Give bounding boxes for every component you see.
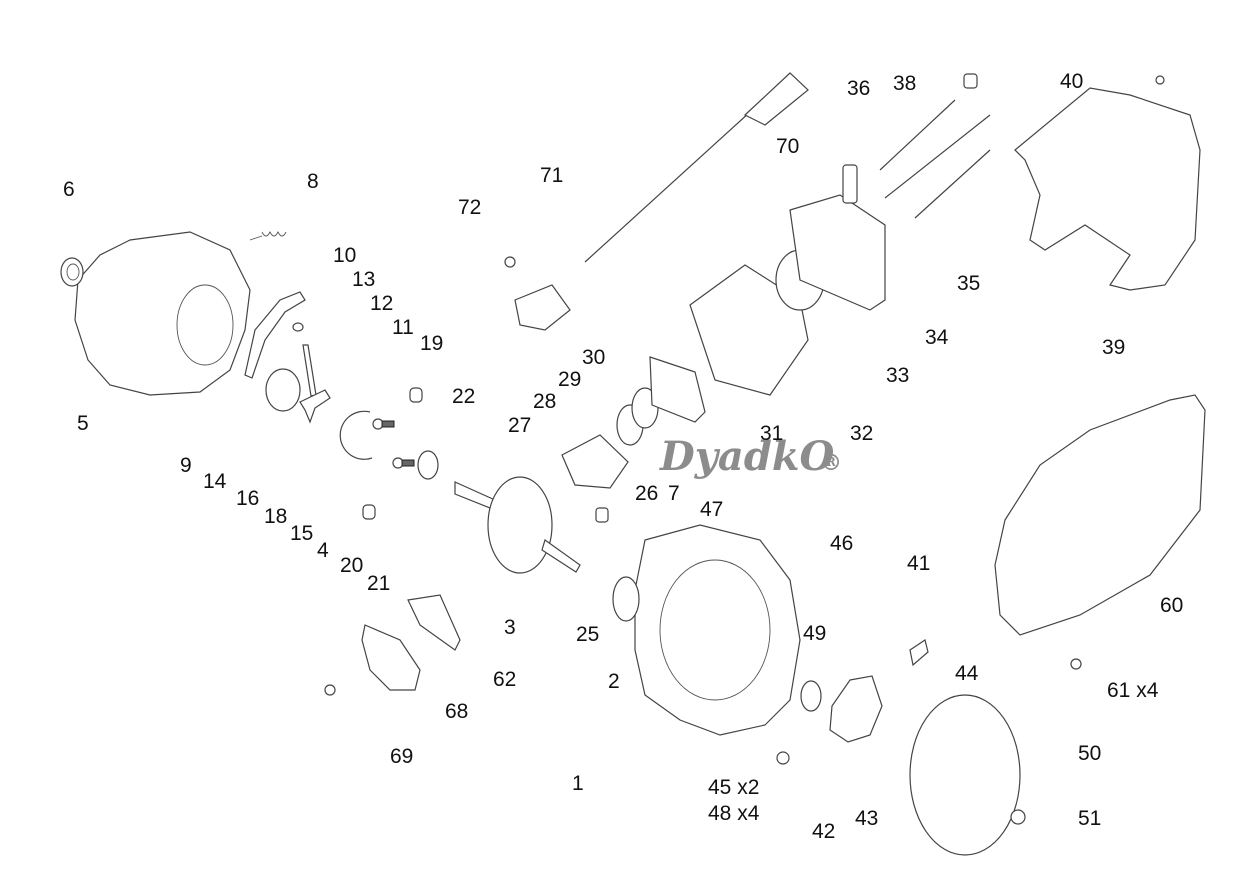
bolt-72-part	[504, 256, 516, 268]
label-30: 30	[582, 346, 605, 369]
crankshaft-part	[454, 476, 581, 574]
spring-part	[249, 230, 287, 241]
lever-arm-part	[244, 291, 306, 379]
label-9: 9	[180, 454, 192, 477]
nut-part	[292, 322, 304, 332]
watermark-text: DyadkO	[659, 433, 835, 480]
label-47: 47	[700, 498, 723, 521]
flywheel-nut-part	[1010, 809, 1026, 825]
needle-bearing-part	[595, 507, 609, 523]
label-68: 68	[445, 700, 468, 723]
label-4: 4	[317, 539, 329, 562]
piston-part	[561, 434, 629, 489]
bearing-left-part	[265, 368, 301, 412]
label-19: 19	[420, 332, 443, 355]
label-21: 21	[367, 572, 390, 595]
label-60: 60	[1160, 594, 1183, 617]
studs-part	[879, 99, 991, 219]
label-27: 27	[508, 414, 531, 437]
cylinder-head-part	[789, 194, 886, 311]
ring-20-part	[417, 450, 439, 480]
label-8: 8	[307, 170, 319, 193]
label-39: 39	[1102, 336, 1125, 359]
starter-housing-part	[994, 394, 1206, 636]
cylinder-part	[689, 264, 809, 396]
flywheel-part	[909, 694, 1021, 856]
circlip-part	[339, 410, 373, 460]
label-49: 49	[803, 622, 826, 645]
bearing-right-part	[612, 576, 640, 622]
oil-seal-part	[60, 257, 84, 287]
label-38: 38	[893, 72, 916, 95]
label-34: 34	[925, 326, 949, 349]
label-11: 11	[392, 316, 414, 339]
label-5: 5	[77, 412, 89, 435]
label-41: 41	[907, 552, 930, 575]
screw-61-part	[1070, 658, 1082, 670]
label-20: 20	[340, 554, 363, 577]
callout-labels: 6 8 10 13 12 11 19 5 9 14 16 18 15 22 4 …	[63, 70, 1183, 843]
label-72: 72	[458, 196, 481, 219]
label-70: 70	[776, 135, 799, 158]
intake-gasket-part	[407, 594, 461, 651]
crankcase-left-part	[74, 231, 251, 396]
label-13: 13	[352, 268, 375, 291]
screw-40-part	[1155, 75, 1165, 85]
ignition-lead-part	[514, 72, 809, 331]
bolt-45-part	[776, 751, 790, 765]
top-shroud-part	[1014, 87, 1201, 291]
bolt-22-part	[372, 418, 415, 469]
label-12: 12	[370, 292, 393, 315]
label-33: 33	[886, 364, 909, 387]
label-31: 31	[760, 422, 783, 445]
label-62: 62	[493, 668, 516, 691]
bolts-69-part	[324, 684, 336, 696]
label-42: 42	[812, 820, 835, 843]
label-45: 45 x2	[708, 776, 759, 799]
oil-seal-49-part	[800, 680, 822, 712]
label-15: 15	[290, 522, 313, 545]
registered-mark: ®	[820, 450, 842, 476]
label-48: 48 x4	[708, 802, 760, 825]
label-35: 35	[957, 272, 980, 295]
label-10: 10	[333, 244, 356, 267]
label-51: 51	[1078, 807, 1101, 830]
watermark: DyadkO ®	[659, 433, 842, 480]
label-1: 1	[572, 772, 584, 795]
label-46: 46	[830, 532, 853, 555]
label-44: 44	[955, 662, 979, 685]
label-69: 69	[390, 745, 413, 768]
label-3: 3	[504, 616, 516, 639]
crankcase-right-part	[634, 524, 801, 736]
label-2: 2	[608, 670, 620, 693]
fork-part	[299, 389, 331, 424]
bushing-part	[409, 387, 423, 403]
label-18: 18	[264, 505, 287, 528]
label-50: 50	[1078, 742, 1101, 765]
label-61: 61 x4	[1107, 679, 1159, 702]
shaft-part	[302, 344, 317, 397]
label-29: 29	[558, 368, 581, 391]
label-7: 7	[668, 482, 680, 505]
label-14: 14	[203, 470, 227, 493]
label-6: 6	[63, 178, 75, 201]
intake-flange-part	[361, 624, 421, 691]
base-gasket-part	[649, 356, 706, 423]
nut-38-part	[963, 73, 978, 89]
label-16: 16	[236, 487, 259, 510]
bushing-part-4	[362, 504, 376, 520]
label-43: 43	[855, 807, 878, 830]
label-32: 32	[850, 422, 873, 445]
label-36: 36	[847, 77, 870, 100]
label-40: 40	[1060, 70, 1083, 93]
ignition-module-part	[829, 675, 883, 743]
spark-plug-part	[842, 164, 858, 204]
label-71: 71	[540, 164, 563, 187]
label-26: 26	[635, 482, 658, 505]
label-22: 22	[452, 385, 475, 408]
label-25: 25	[576, 623, 599, 646]
clip-41-part	[909, 639, 929, 667]
label-28: 28	[533, 390, 556, 413]
